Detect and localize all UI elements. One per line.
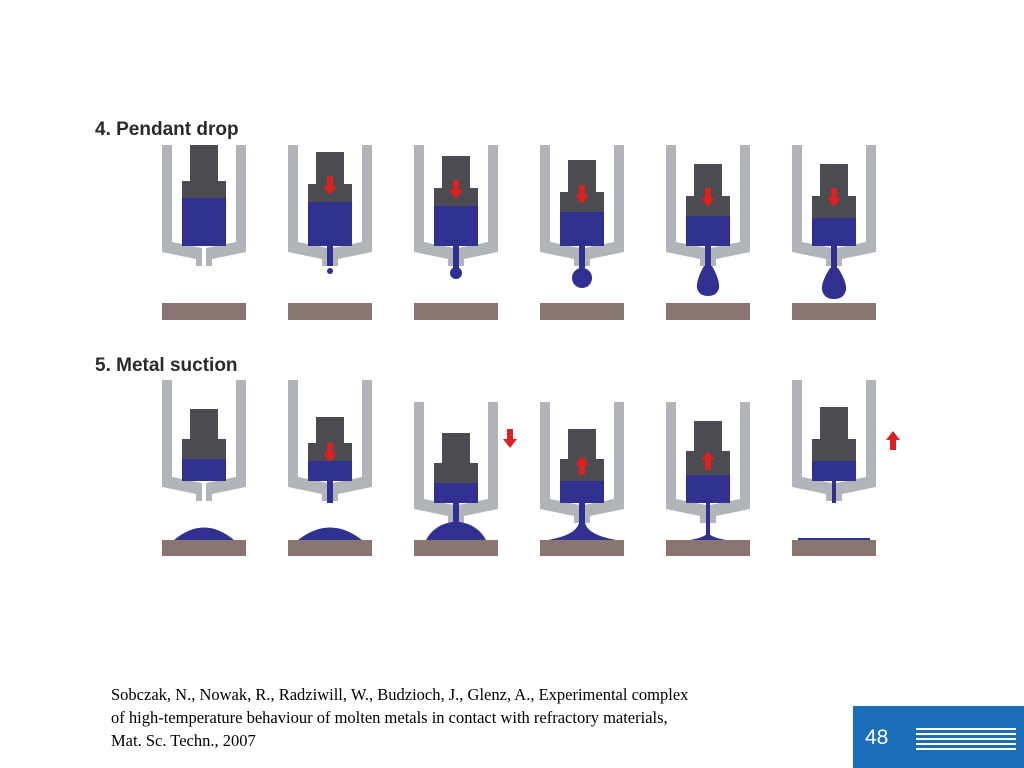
citation-line-2: of high-temperature behaviour of molten … [111, 708, 668, 727]
suction-stage-2 [288, 380, 372, 556]
metal-suction-title: 5. Metal suction [95, 355, 238, 376]
page-number: 48 [865, 726, 889, 749]
pendant-stage-1 [162, 145, 246, 320]
pendant-drop-diagram-row [162, 145, 876, 320]
citation-line-1: Sobczak, N., Nowak, R., Radziwill, W., B… [111, 685, 689, 704]
citation-line-3: Mat. Sc. Techn., 2007 [111, 731, 256, 750]
pendant-stage-4 [540, 145, 624, 320]
pendant-stage-5 [666, 145, 750, 320]
suction-stage-5 [666, 402, 750, 556]
pendant-drop-title: 4. Pendant drop [95, 119, 239, 140]
suction-stage-4 [540, 402, 624, 556]
citation: Sobczak, N., Nowak, R., Radziwill, W., B… [111, 683, 831, 752]
stripes-decoration-icon [916, 728, 1016, 750]
pendant-stage-2 [288, 145, 372, 320]
pendant-stage-6 [792, 145, 876, 320]
metal-suction-diagram-row [162, 380, 900, 556]
suction-stage-6 [792, 380, 900, 556]
page-number-badge: 48 [853, 706, 1024, 768]
pendant-stage-3 [414, 145, 498, 320]
suction-stage-1 [162, 380, 246, 556]
suction-stage-3 [414, 402, 517, 556]
